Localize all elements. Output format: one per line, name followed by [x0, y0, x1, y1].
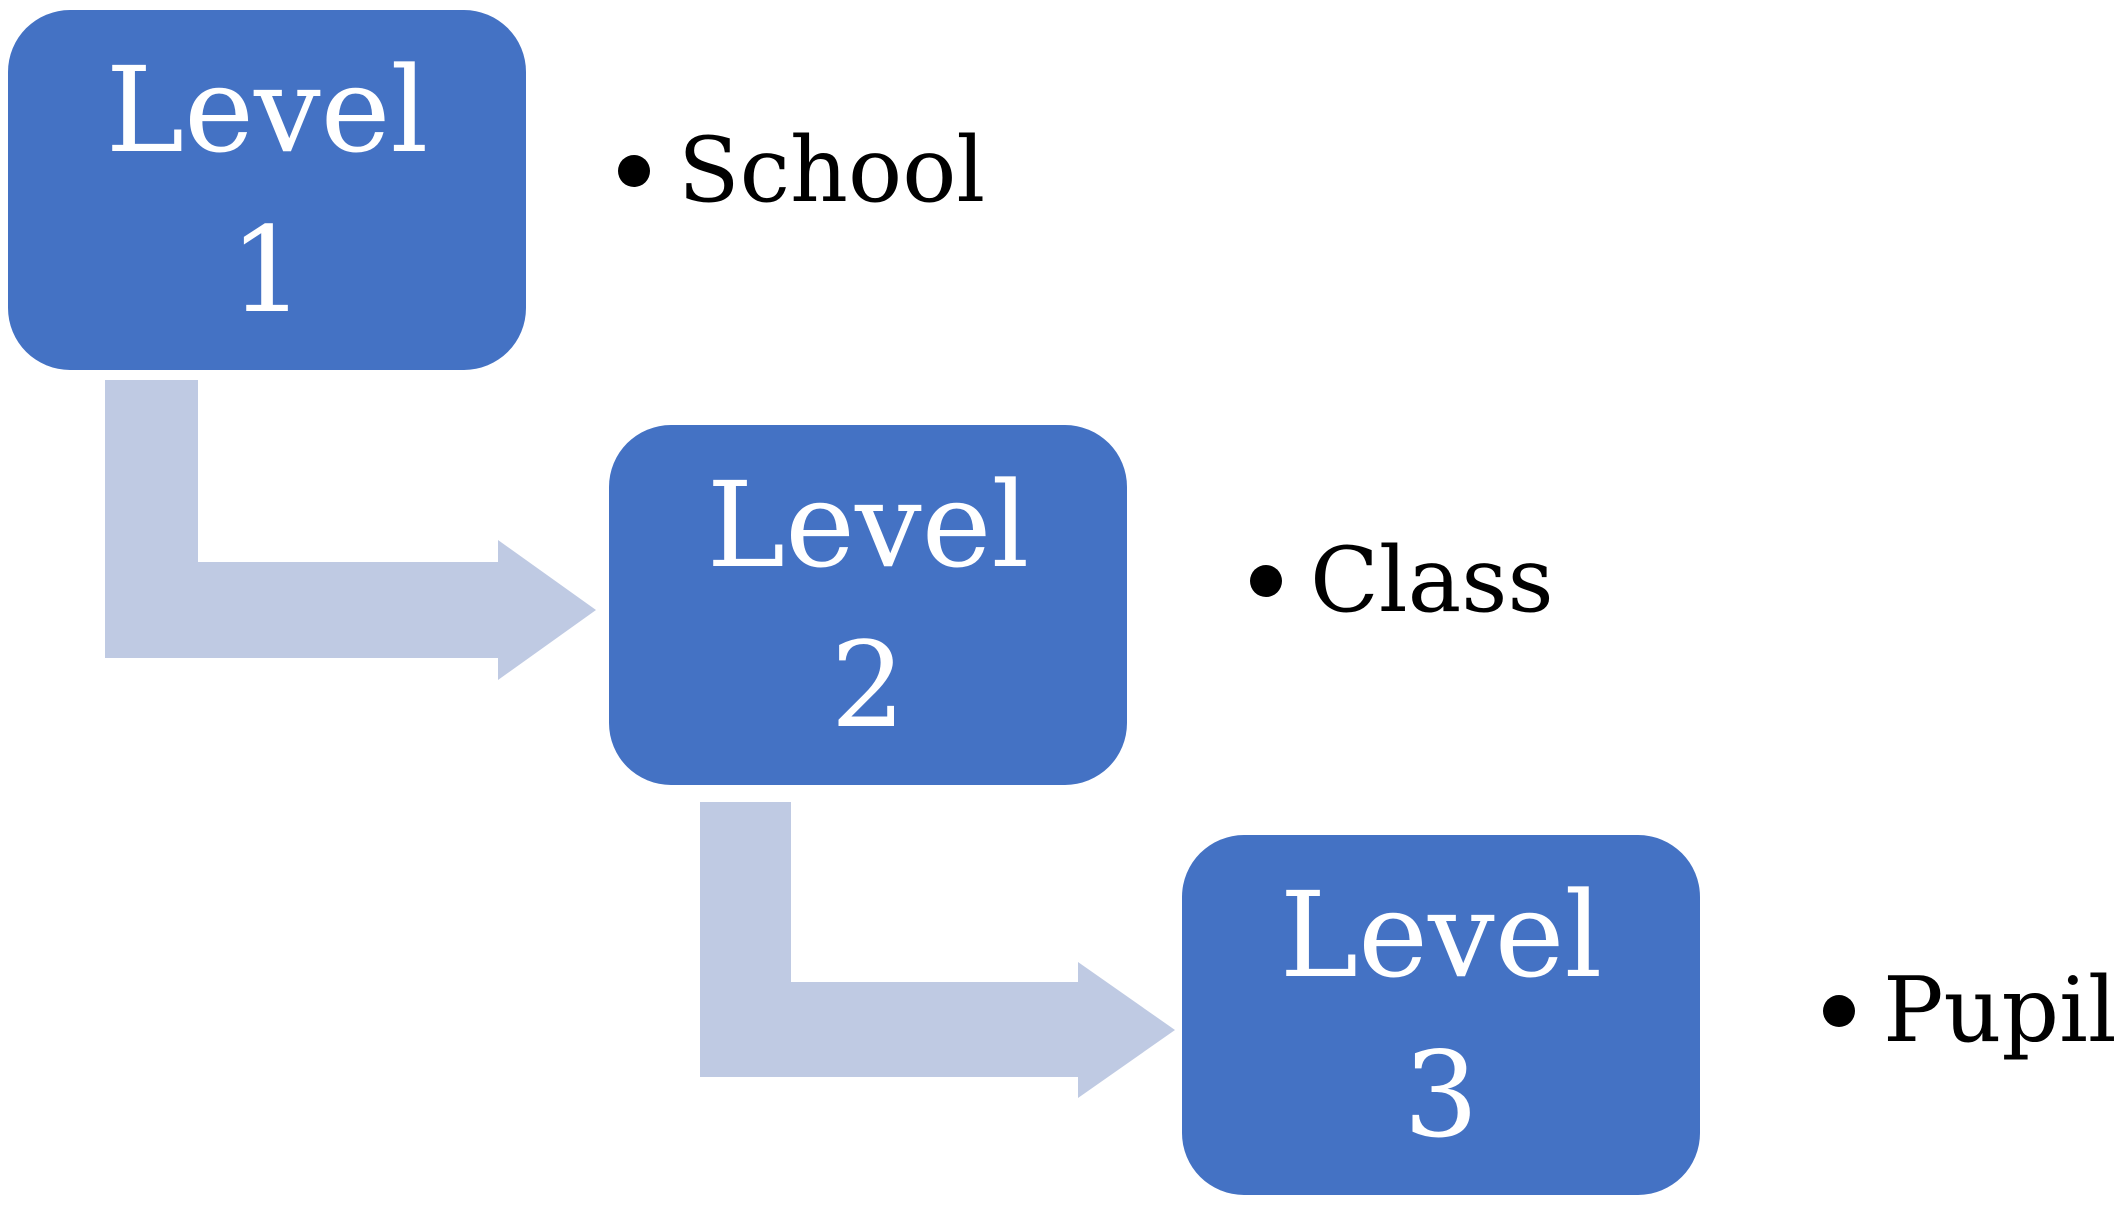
level-3-number: 3	[1403, 1026, 1479, 1164]
level-2-number: 2	[830, 616, 906, 754]
level-1-word: Level	[105, 41, 429, 179]
arrow-level2-to-level3	[700, 802, 1175, 1098]
bullet-dot-icon	[1250, 564, 1282, 597]
level-3-item-label: Pupil	[1883, 958, 2117, 1063]
level-2-box: Level 2	[609, 425, 1127, 785]
level-1-box: Level 1	[8, 10, 526, 370]
level-2-word: Level	[706, 456, 1030, 594]
level-3-word: Level	[1279, 866, 1603, 1004]
bullet-dot-icon	[618, 154, 650, 187]
level-1-number: 1	[229, 201, 305, 339]
level-1-bullet-item: School	[618, 118, 985, 223]
arrow-level1-to-level2	[105, 380, 596, 680]
level-1-item-label: School	[678, 118, 986, 223]
bullet-dot-icon	[1823, 994, 1855, 1027]
level-2-bullet-item: Class	[1250, 528, 1554, 633]
level-3-bullet-item: Pupil	[1823, 958, 2117, 1063]
level-3-box: Level 3	[1182, 835, 1700, 1195]
level-2-item-label: Class	[1310, 528, 1554, 633]
